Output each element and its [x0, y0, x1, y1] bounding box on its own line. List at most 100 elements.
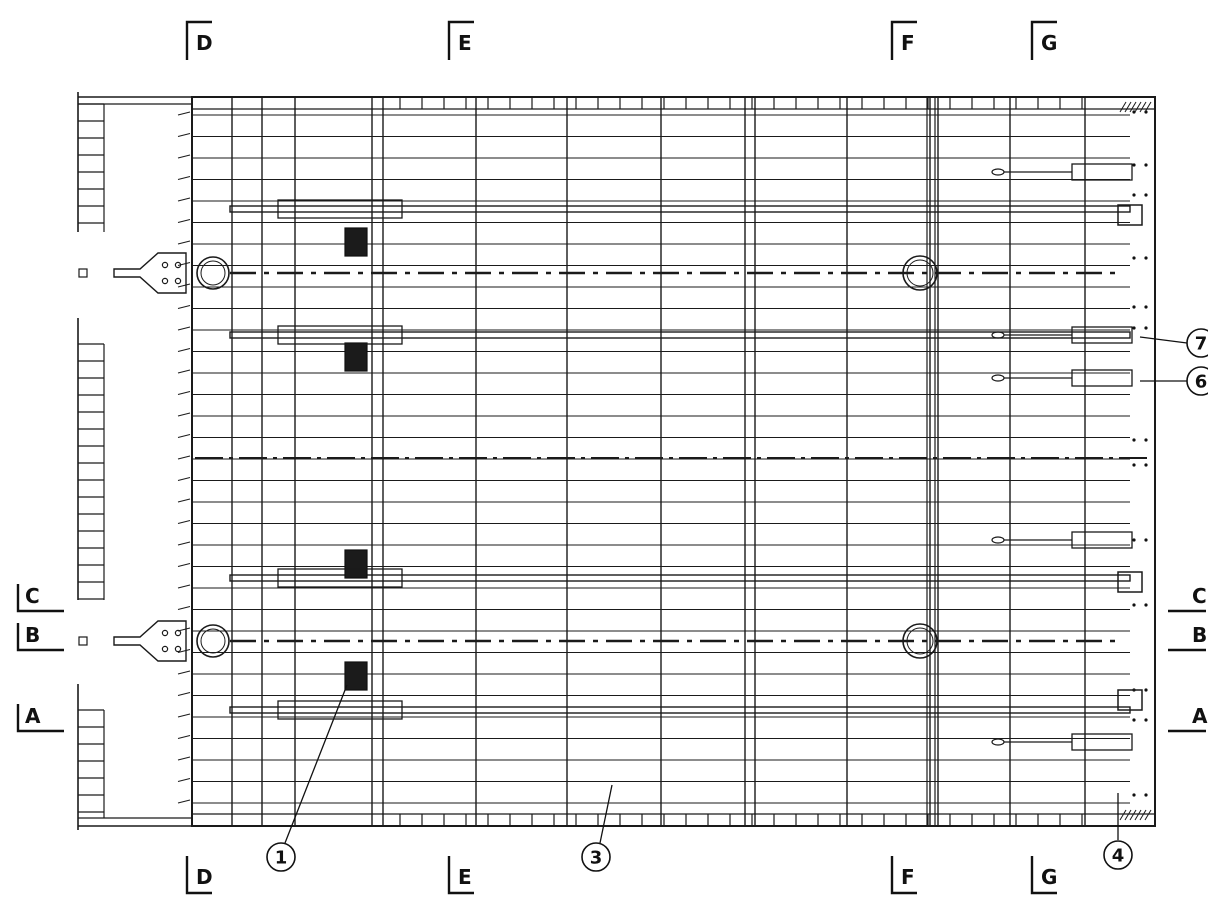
bolt-dot — [1144, 603, 1148, 607]
tow-eye-plate — [113, 620, 187, 662]
section-letter: G — [1041, 31, 1057, 55]
callout-number: 3 — [590, 848, 603, 869]
bolt-dot — [1144, 538, 1148, 542]
longitudinal-beam — [229, 706, 1131, 714]
rib-hook — [177, 606, 191, 610]
pivot-ring-inner — [906, 627, 934, 655]
callout-7: 7 — [1139, 328, 1208, 358]
side-fitting — [1117, 571, 1143, 593]
section-letter: E — [458, 31, 472, 55]
pivot-ring — [196, 624, 230, 658]
pivot-ring-inner — [200, 260, 226, 286]
section-letter: E — [458, 865, 472, 889]
cylinder-end — [991, 738, 1005, 746]
rib-hook — [177, 412, 191, 417]
section-letter: C — [25, 584, 40, 608]
section-mark-bottom-d: D — [185, 856, 213, 895]
callout-number: 1 — [275, 848, 288, 869]
tow-eye-plate — [113, 252, 187, 294]
rib-hook — [177, 713, 191, 718]
section-mark-bottom-f: F — [890, 856, 917, 895]
callout-number: 4 — [1112, 846, 1125, 867]
rib-hook — [177, 498, 191, 503]
tow-eye-hole — [174, 277, 182, 285]
rib-hook — [177, 670, 191, 675]
rib-hook — [177, 649, 191, 653]
tow-pin-square — [78, 636, 88, 646]
rib-hook — [177, 305, 191, 309]
section-mark-top-d: D — [185, 20, 213, 60]
corner-hatch — [1139, 101, 1147, 113]
section-mark-left-a: A — [16, 704, 64, 733]
bolt-dot — [1144, 326, 1148, 330]
actuator-block — [344, 549, 368, 579]
cylinder-end — [991, 331, 1005, 339]
cylinder-end — [991, 536, 1005, 544]
rib-hook — [177, 455, 191, 460]
tow-eye-hole — [174, 261, 182, 269]
actuator-block — [344, 227, 368, 257]
section-letter: C — [1192, 584, 1207, 608]
rib-hook — [177, 133, 191, 137]
section-letter: B — [25, 623, 40, 647]
rib-hook — [177, 176, 191, 180]
section-mark-left-b: B — [16, 623, 64, 652]
bolt-dot — [1132, 603, 1136, 607]
rib-hook — [177, 778, 191, 782]
rib-hook — [177, 627, 191, 632]
rib-hook — [177, 799, 191, 804]
bolt-dot — [1132, 163, 1136, 167]
structural-plan — [77, 92, 1156, 830]
actuator-block — [344, 661, 368, 691]
corner-hatch — [1144, 809, 1152, 821]
tow-pin-square — [78, 268, 88, 278]
bolt-dot — [1144, 305, 1148, 309]
rib-hook — [177, 154, 191, 159]
section-letter: A — [1192, 704, 1208, 728]
rib-hook — [177, 326, 191, 331]
rib-hook — [177, 756, 191, 761]
section-mark-bottom-g: G — [1030, 856, 1057, 895]
main-crossbeam — [926, 96, 936, 827]
bolt-dot — [1144, 718, 1148, 722]
corner-hatch — [1124, 101, 1132, 113]
rib-hook — [177, 197, 191, 202]
rib-hook — [177, 584, 191, 589]
side-fitting — [1117, 204, 1143, 226]
section-mark-top-g: G — [1030, 20, 1057, 60]
bolt-dot — [1132, 438, 1136, 442]
pivot-ring-inner — [200, 628, 226, 654]
tow-eye-hole — [174, 645, 182, 653]
cylinder-end — [991, 374, 1005, 382]
rib-hook — [177, 348, 191, 352]
rib-hook — [177, 283, 191, 288]
beam-clamp — [277, 700, 403, 720]
longitudinal-beam — [229, 205, 1131, 213]
hydraulic-bracket — [1071, 163, 1133, 181]
rib-hook — [177, 369, 191, 374]
section-mark-top-f: F — [890, 20, 917, 60]
corner-hatch — [1129, 101, 1137, 113]
cylinder-end — [991, 168, 1005, 176]
tow-eye-hole — [174, 629, 182, 637]
rib-hook — [177, 520, 191, 524]
section-mark-bottom-e: E — [447, 856, 474, 895]
section-letter: B — [1192, 623, 1207, 647]
callout-number: 6 — [1195, 372, 1208, 393]
rib-hook — [177, 735, 191, 739]
rib-hook — [177, 219, 191, 223]
pivot-ring — [196, 256, 230, 290]
corner-hatch — [1134, 809, 1142, 821]
longitudinal-beam — [229, 574, 1131, 582]
callout-6: 6 — [1140, 366, 1208, 396]
side-fitting — [1117, 689, 1143, 711]
corner-hatch — [1139, 809, 1147, 821]
beam-clamp — [277, 568, 403, 588]
rib-hook — [177, 111, 191, 116]
section-mark-left-c: C — [16, 584, 64, 613]
rib-hook — [177, 563, 191, 567]
tow-eye-hole — [161, 277, 169, 285]
bolt-dot — [1144, 163, 1148, 167]
callout-3: 3 — [581, 784, 613, 872]
